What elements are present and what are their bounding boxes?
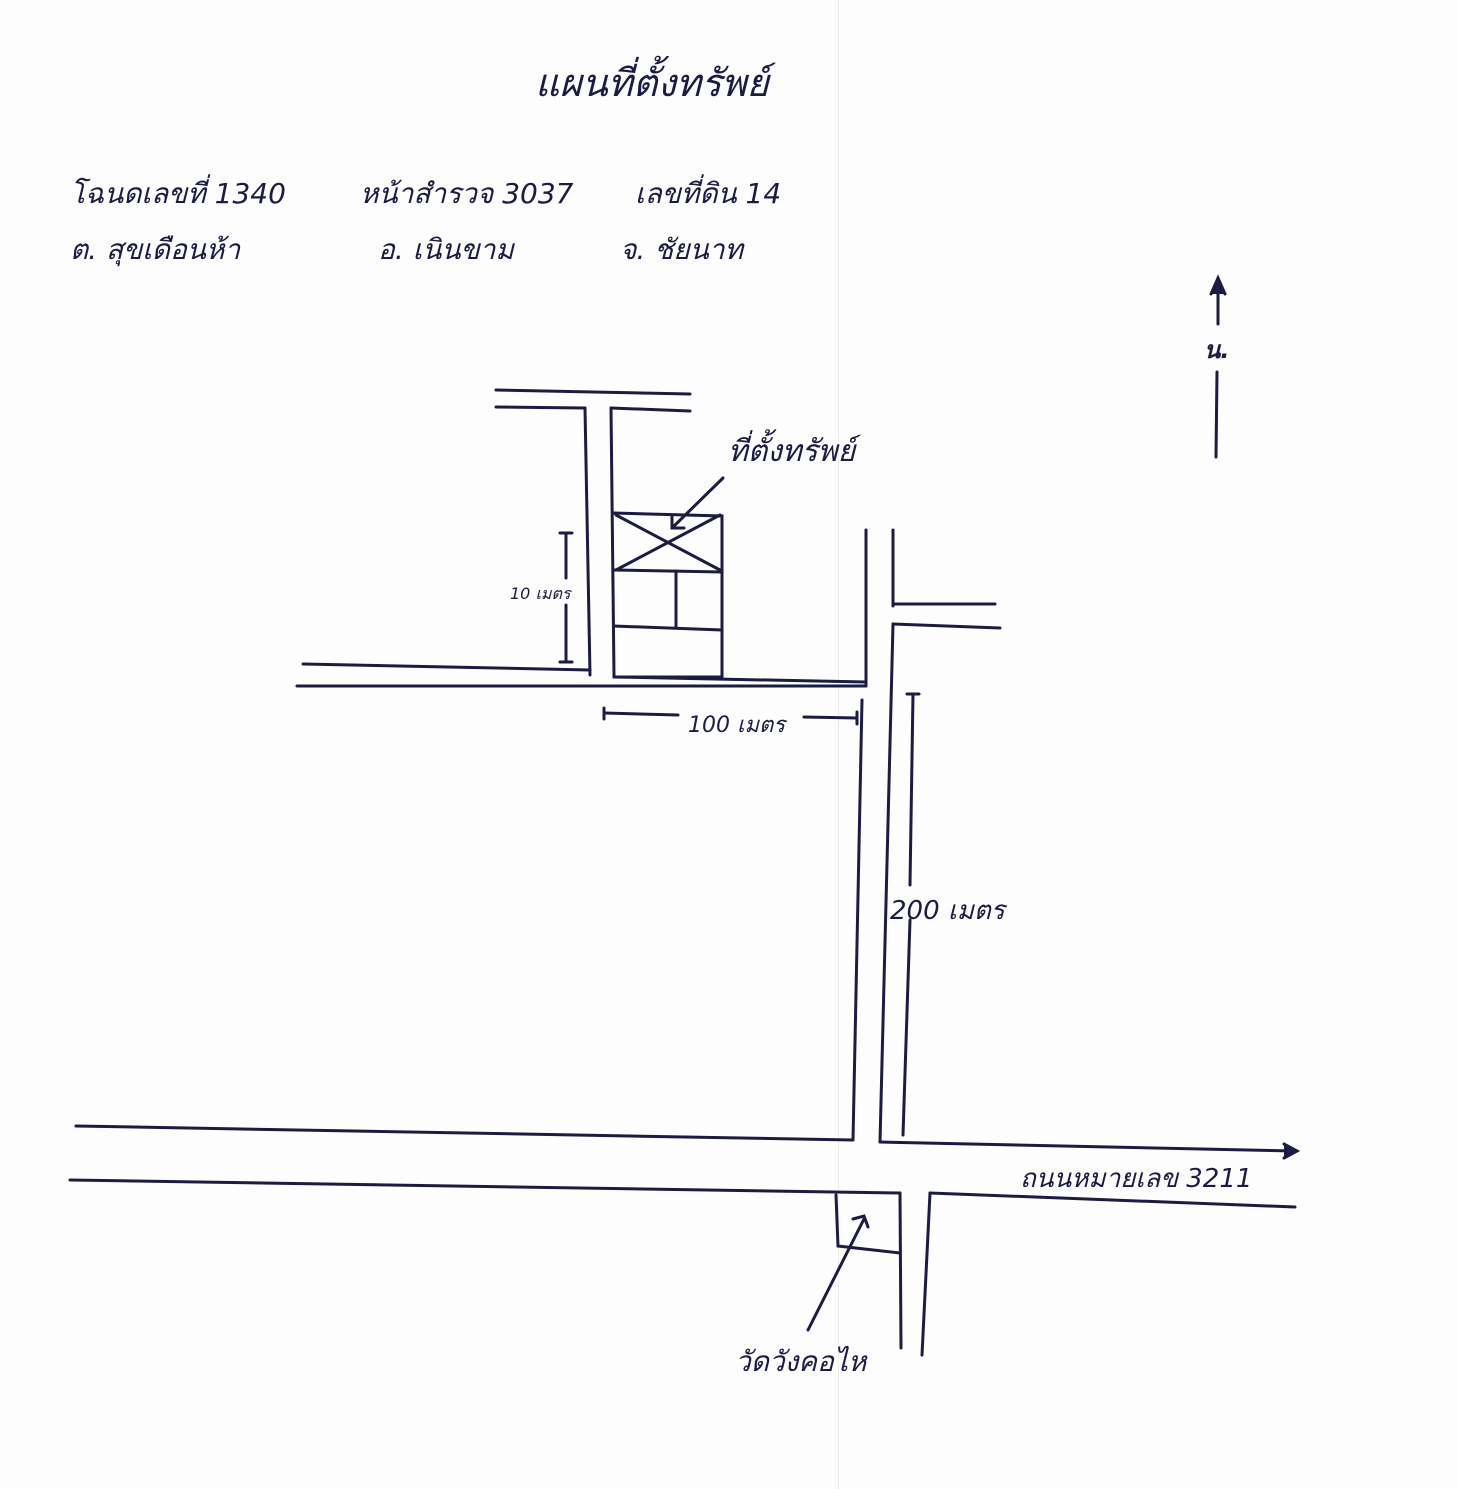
- land-number: เลขที่ดิน 14: [635, 177, 782, 210]
- district: อ. เนินขาม: [378, 233, 514, 266]
- top-left-road: [494, 388, 692, 678]
- paper-fold: [838, 0, 839, 1489]
- south-branch-road: [898, 1191, 932, 1357]
- deed-number: โฉนดเลขที่ 1340: [70, 177, 286, 210]
- highway-3211: [68, 1124, 1301, 1209]
- dim-100m-label: 100 เมตร: [684, 707, 790, 742]
- dim-200m-line: [901, 692, 921, 1137]
- vertical-road: [851, 528, 895, 1144]
- dim-10m-line: [558, 531, 574, 664]
- dim-10m-label: 10 เมตร: [510, 584, 571, 603]
- dim-100m-line: [602, 706, 859, 726]
- property-x-icon: [614, 513, 722, 572]
- temple-label: วัดวังคอไห: [735, 1345, 867, 1378]
- north-label: น.: [1204, 336, 1230, 364]
- middle-road: [295, 662, 868, 688]
- survey-page: หน้าสำรวจ 3037: [360, 177, 574, 210]
- highway-label: ถนนหมายเลข 3211: [1020, 1164, 1253, 1194]
- property-parcel: [612, 511, 724, 679]
- province: จ. ชัยนาท: [620, 233, 743, 266]
- subdistrict: ต. สุขเดือนห้า: [70, 233, 241, 266]
- right-branch-road: [891, 602, 1002, 630]
- property-label: ที่ตั้งทรัพย์: [728, 434, 856, 469]
- map-title: แผนที่ตั้งทรัพย์: [535, 61, 769, 105]
- temple-marker: [806, 1193, 902, 1332]
- north-arrow-icon: [1209, 274, 1227, 459]
- property-pointer-arrow: [670, 476, 725, 530]
